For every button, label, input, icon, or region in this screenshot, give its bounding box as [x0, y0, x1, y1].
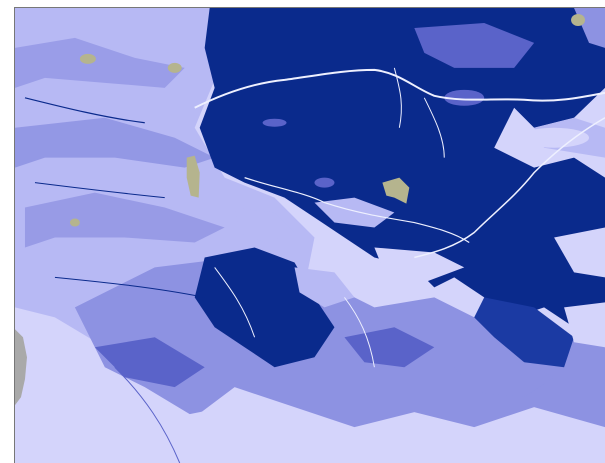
lake-patch-northwest-2 — [167, 62, 182, 73]
terrain-region-light-south — [15, 337, 605, 463]
lake-patch-central — [382, 177, 410, 204]
river-tributary-1 — [393, 67, 402, 128]
terrain-island-4 — [314, 177, 335, 188]
terrain-fringe-8 — [554, 227, 605, 278]
terrain-region-deep-north — [199, 8, 605, 328]
terrain-map[interactable] — [15, 8, 605, 463]
lake-patch-west-valley — [186, 155, 200, 198]
map-frame — [14, 7, 605, 463]
lake-patch-northwest-1 — [79, 53, 96, 64]
terrain-region-deep-southeast — [474, 297, 575, 368]
terrain-fringe-12 — [454, 357, 555, 398]
river-east-branch — [414, 117, 605, 259]
river-central — [244, 177, 470, 243]
lake-patch-west-small — [69, 218, 80, 227]
terrain-island-1 — [444, 89, 485, 106]
terrain-island-3 — [262, 118, 287, 127]
drainage-south-1 — [114, 366, 181, 463]
drainage-west-2 — [34, 182, 165, 199]
drainage-west-3 — [54, 276, 205, 298]
terrain-fringe-5 — [234, 207, 295, 243]
terrain-streak-west-1 — [15, 117, 215, 168]
terrain-island-2 — [519, 127, 590, 148]
river-tributary-4 — [344, 297, 375, 368]
terrain-fringe-7 — [294, 267, 355, 308]
terrain-streak-west-2 — [15, 37, 185, 88]
river-main — [194, 68, 605, 109]
river-tributary-3 — [214, 267, 256, 338]
lake-patch-northeast — [571, 13, 586, 26]
gray-water-west-edge — [15, 329, 27, 406]
river-tributary-2 — [423, 97, 445, 158]
drainage-west-1 — [24, 97, 145, 124]
terrain-streak-west-3 — [24, 192, 225, 248]
terrain-fringe-9 — [564, 302, 605, 348]
terrain-fringe-4 — [314, 197, 395, 228]
terrain-fringe-1 — [414, 22, 535, 68]
